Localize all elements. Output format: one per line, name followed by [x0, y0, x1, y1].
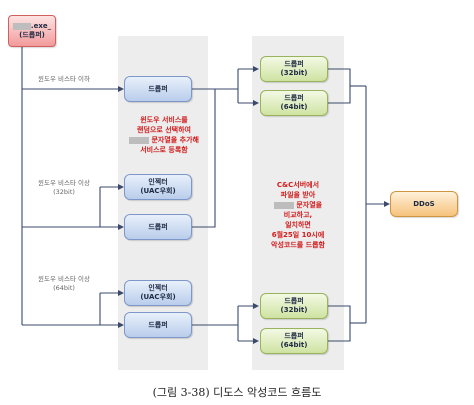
top-dropper-64-line2: (64bit): [280, 103, 308, 111]
injector-64-line1: 인젝터: [148, 284, 168, 292]
top-dropper-32-line2: (32bit): [280, 69, 308, 77]
ddos-node: DDoS: [390, 191, 458, 217]
service-note: 윈도우 서비스를 랜덤으로 선택하여 문자열을 추가해 서비스로 등록함: [124, 115, 204, 155]
condition-above-vista-32-line1: 윈도우 비스타 이상: [38, 179, 90, 187]
service-note-line4: 서비스로 등록함: [140, 146, 188, 154]
redacted-filename: [12, 22, 31, 30]
source-dropper-node: .exe_ (드롭퍼): [8, 15, 56, 47]
injector-32-line2: (UAC우회): [140, 187, 176, 195]
cnc-note-line4: 비교하고,: [283, 211, 313, 219]
dropper-32-node: 드롭퍼: [124, 214, 192, 240]
service-note-line1: 윈도우 서비스를: [140, 116, 188, 124]
injector-32-line1: 인젝터: [148, 178, 168, 186]
cnc-note-line6: 6월25일 10시에: [271, 231, 325, 239]
cnc-note-line2: 파일을 받아: [280, 191, 316, 199]
service-note-line3-row: 문자열을 추가해: [124, 135, 204, 145]
injector-64-line2: (UAC우회): [140, 293, 176, 301]
injector-32-node: 인젝터 (UAC우회): [124, 174, 192, 200]
source-role: (드롭퍼): [19, 31, 45, 39]
dropper-64-node: 드롭퍼: [124, 312, 192, 338]
figure-caption: (그림 3-38) 디도스 악성코드 흐름도: [152, 386, 322, 399]
condition-above-vista-64-line2: (64bit): [53, 284, 75, 292]
top-dropper-64-node: 드롭퍼 (64bit): [260, 90, 328, 116]
service-note-line3: 문자열을 추가해: [151, 136, 199, 144]
source-name-row: .exe_: [12, 22, 52, 31]
service-note-line2: 랜덤으로 선택하여: [137, 126, 191, 134]
bottom-dropper-64-node: 드롭퍼 (64bit): [260, 328, 328, 354]
condition-above-vista-32-line2: (32bit): [53, 188, 75, 196]
dropper-below-vista-node: 드롭퍼: [124, 76, 192, 102]
bottom-dropper-64-line1: 드롭퍼: [284, 332, 304, 340]
cnc-note-line3-row: 문자열을: [254, 200, 342, 210]
condition-above-vista-64: 윈도우 비스타 이상 (64bit): [38, 275, 90, 293]
source-name: .exe_: [30, 22, 52, 30]
condition-above-vista-32: 윈도우 비스타 이상 (32bit): [38, 179, 90, 197]
bottom-dropper-64-line2: (64bit): [280, 341, 308, 349]
cnc-note-line1: C&C서버에서: [276, 181, 320, 189]
cnc-note-line3: 문자열을: [296, 201, 323, 209]
injector-64-node: 인젝터 (UAC우회): [124, 280, 192, 306]
cnc-note-line7: 악성코드를 드롭함: [271, 241, 325, 249]
cnc-note-line5: 일치하면: [285, 221, 311, 229]
redacted-string: [129, 136, 150, 144]
top-dropper-32-node: 드롭퍼 (32bit): [260, 56, 328, 82]
bottom-dropper-32-node: 드롭퍼 (32bit): [260, 293, 328, 319]
top-dropper-64-line1: 드롭퍼: [284, 94, 304, 102]
condition-below-vista: 윈도우 비스타 이하: [38, 75, 90, 83]
bottom-dropper-32-line2: (32bit): [280, 306, 308, 314]
top-dropper-32-line1: 드롭퍼: [284, 60, 304, 68]
condition-above-vista-64-line1: 윈도우 비스타 이상: [38, 275, 90, 283]
cnc-note: C&C서버에서 파일을 받아 문자열을 비교하고, 일치하면 6월25일 10시…: [254, 180, 342, 250]
bottom-dropper-32-line1: 드롭퍼: [284, 297, 304, 305]
redacted-string: [273, 201, 294, 209]
